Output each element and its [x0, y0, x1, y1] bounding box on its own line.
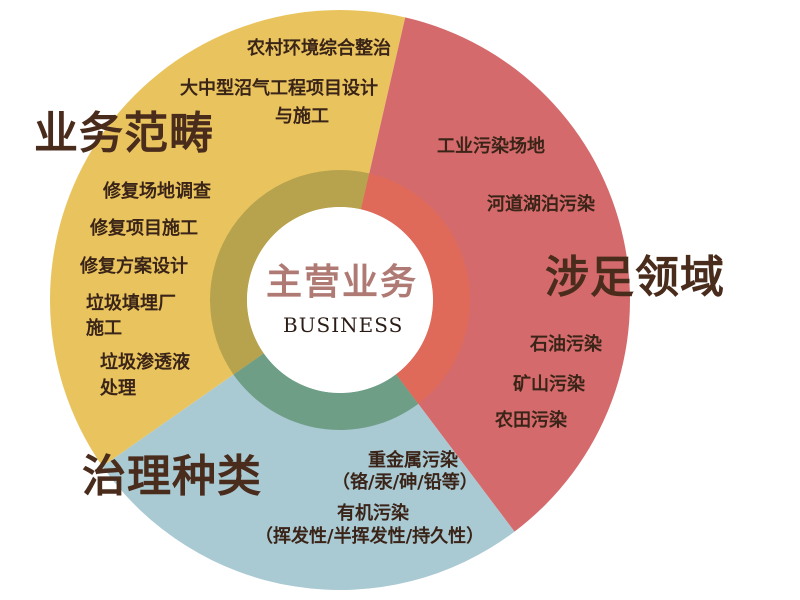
- segment-fields: [360, 17, 630, 532]
- scope-item: 处理: [100, 378, 136, 399]
- segment-types: [102, 353, 515, 590]
- heading-scope: 业务范畴: [34, 108, 214, 159]
- fields-item: 农田污染: [495, 410, 567, 431]
- inner-ring-types: [233, 353, 419, 430]
- types-item: （铬/汞/砷/铅等）: [332, 472, 478, 493]
- fields-item: 工业污染场地: [437, 136, 545, 157]
- center-disc: [247, 207, 433, 393]
- inner-ring-fields: [360, 173, 470, 404]
- center-title: 主营业务: [266, 261, 419, 303]
- types-item: 重金属污染: [368, 450, 458, 471]
- heading-types: 治理种类: [82, 451, 262, 502]
- scope-item: 施工: [86, 318, 122, 339]
- scope-item: 与施工: [275, 106, 329, 127]
- fields-item: 石油污染: [530, 334, 602, 355]
- scope-item: 修复项目施工: [90, 218, 198, 239]
- scope-item: 垃圾渗透液: [100, 352, 190, 373]
- inner-ring-scope: [210, 170, 370, 375]
- scope-item: 大中型沼气工程项目设计: [180, 78, 378, 99]
- center-subtitle: BUSINESS: [283, 313, 404, 337]
- types-item: （挥发性/半挥发性/持久性）: [255, 526, 485, 547]
- scope-item: 修复场地调查: [103, 181, 211, 202]
- scope-item: 修复方案设计: [80, 256, 188, 277]
- fields-item: 河道湖泊污染: [487, 194, 595, 215]
- scope-item: 垃圾填埋厂: [86, 293, 176, 314]
- fields-item: 矿山污染: [513, 374, 585, 395]
- scope-item: 农村环境综合整治: [247, 38, 391, 59]
- heading-fields: 涉足领域: [545, 252, 725, 303]
- types-item: 有机污染: [337, 503, 409, 524]
